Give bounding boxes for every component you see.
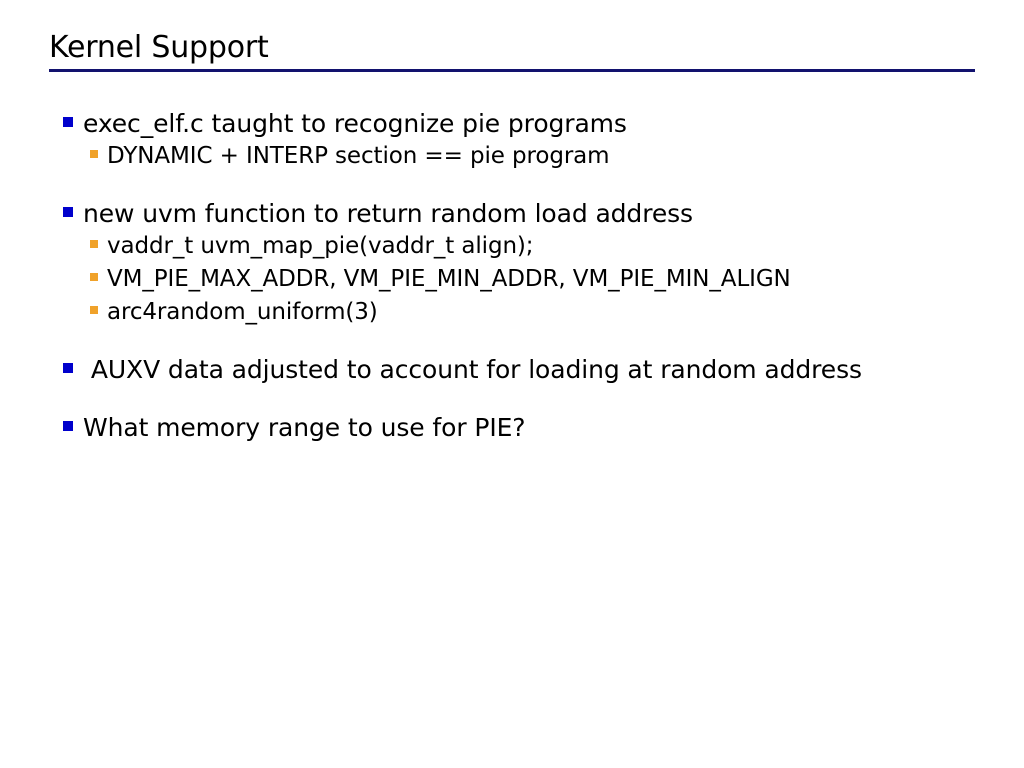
list-item: new uvm function to return random load a… [49,198,989,230]
slide-body: exec_elf.c taught to recognize pie progr… [49,108,989,445]
list-item: AUXV data adjusted to account for loadin… [49,354,989,386]
list-item-label: What memory range to use for PIE? [83,413,526,442]
list-item: arc4random_uniform(3) [49,297,989,328]
bullet-group: new uvm function to return random load a… [49,198,989,328]
list-item: vaddr_t uvm_map_pie(vaddr_t align); [49,231,989,262]
list-item-label: AUXV data adjusted to account for loadin… [83,355,862,384]
square-bullet-icon-orange [90,273,98,281]
bullet-group: What memory range to use for PIE? [49,412,989,444]
title-underline-rule [49,69,975,72]
list-item-label: new uvm function to return random load a… [83,199,693,228]
square-bullet-icon-blue [63,117,73,127]
list-item: DYNAMIC + INTERP section == pie program [49,141,989,172]
square-bullet-icon-orange [90,240,98,248]
slide-title-block: Kernel Support [49,30,975,72]
square-bullet-icon-blue [63,421,73,431]
list-item: VM_PIE_MAX_ADDR, VM_PIE_MIN_ADDR, VM_PIE… [49,264,989,295]
bullet-group: exec_elf.c taught to recognize pie progr… [49,108,989,172]
square-bullet-icon-orange [90,150,98,158]
list-item-label: vaddr_t uvm_map_pie(vaddr_t align); [107,233,534,259]
list-item-label: arc4random_uniform(3) [107,299,378,325]
list-item-label: VM_PIE_MAX_ADDR, VM_PIE_MIN_ADDR, VM_PIE… [107,266,791,292]
square-bullet-icon-orange [90,306,98,314]
list-item: What memory range to use for PIE? [49,412,989,444]
page-title: Kernel Support [49,30,269,65]
square-bullet-icon-blue [63,207,73,217]
list-item-label: exec_elf.c taught to recognize pie progr… [83,109,627,138]
list-item-label: DYNAMIC + INTERP section == pie program [107,143,610,169]
list-item: exec_elf.c taught to recognize pie progr… [49,108,989,140]
bullet-group: AUXV data adjusted to account for loadin… [49,354,989,386]
square-bullet-icon-blue [63,363,73,373]
